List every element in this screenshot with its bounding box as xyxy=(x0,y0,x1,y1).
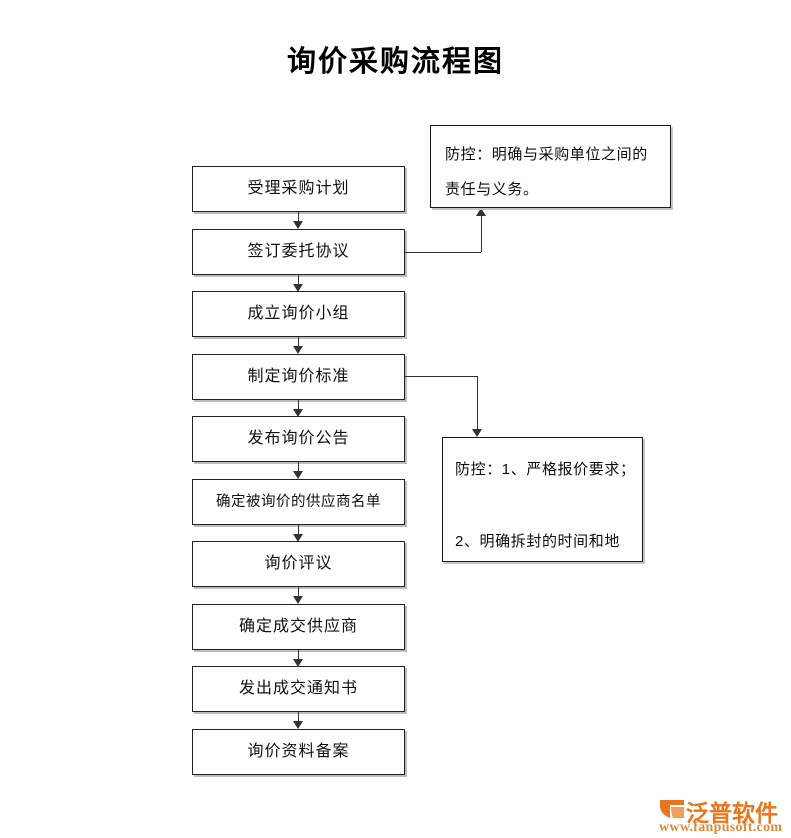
flow-step-label: 询价资料备案 xyxy=(247,743,350,760)
flow-step-2: 签订委托协议 xyxy=(192,229,405,275)
flow-step-label: 发出成交通知书 xyxy=(238,680,358,697)
connector-step2-note1-horizontal xyxy=(405,252,481,253)
arrow-step6-step7 xyxy=(293,534,303,542)
arrow-step9-step10 xyxy=(293,721,303,729)
arrow-step1-step2 xyxy=(293,221,303,229)
flow-step-1: 受理采购计划 xyxy=(192,166,405,212)
connector-step5-step6 xyxy=(298,462,299,471)
note-2-line-2: 2、明确拆封的时间和地 xyxy=(455,533,620,550)
arrow-step4-step5 xyxy=(293,409,303,417)
arrow-step5-step6 xyxy=(293,471,303,479)
note-box-2: 防控：1、严格报价要求； 2、明确拆封的时间和地 xyxy=(442,437,643,562)
arrow-step8-step9 xyxy=(293,659,303,667)
connector-step4-note2-horizontal xyxy=(405,376,477,377)
brand-logo: 泛普软件 www.fanpusoft.com xyxy=(658,796,786,838)
flow-step-10: 询价资料备案 xyxy=(192,729,405,775)
connector-step3-step4 xyxy=(298,337,299,346)
note-1-line-1: 防控：明确与采购单位之间的 xyxy=(445,146,648,163)
flow-step-label: 受理采购计划 xyxy=(247,180,350,197)
brand-name: 泛普软件 xyxy=(686,800,778,826)
flow-step-9: 发出成交通知书 xyxy=(192,666,405,712)
flow-step-label: 制定询价标准 xyxy=(247,368,350,385)
connector-step6-step7 xyxy=(298,525,299,534)
flow-step-6: 确定被询价的供应商名单 xyxy=(192,479,405,525)
arrow-step7-step8 xyxy=(293,596,303,604)
connector-step7-step8 xyxy=(298,587,299,596)
flow-step-8: 确定成交供应商 xyxy=(192,604,405,650)
connector-step2-step3 xyxy=(298,275,299,284)
note-1-line-2: 责任与义务。 xyxy=(445,181,539,198)
connector-step4-note2-vertical xyxy=(477,376,478,429)
connector-step2-note1-vertical xyxy=(481,216,482,252)
flow-step-label: 发布询价公告 xyxy=(247,430,350,447)
connector-step4-step5 xyxy=(298,400,299,409)
flow-step-4: 制定询价标准 xyxy=(192,354,405,400)
note-box-1: 防控：明确与采购单位之间的 责任与义务。 xyxy=(430,125,671,208)
flow-step-label: 签订委托协议 xyxy=(247,243,350,260)
connector-step1-step2 xyxy=(298,212,299,221)
connector-step8-step9 xyxy=(298,650,299,659)
fanpu-swoosh-icon xyxy=(660,800,684,818)
flow-step-7: 询价评议 xyxy=(192,541,405,587)
arrow-step2-step3 xyxy=(293,284,303,292)
page-title: 询价采购流程图 xyxy=(286,46,504,78)
flow-step-label: 询价评议 xyxy=(264,555,333,572)
arrow-step4-note2 xyxy=(472,429,482,437)
note-2-line-1: 防控：1、严格报价要求； xyxy=(455,461,636,478)
flow-step-label: 确定成交供应商 xyxy=(238,618,358,635)
arrow-step2-note1 xyxy=(476,208,486,216)
flow-step-3: 成立询价小组 xyxy=(192,291,405,337)
arrow-step3-step4 xyxy=(293,346,303,354)
flow-step-label: 成立询价小组 xyxy=(247,305,350,322)
flow-step-5: 发布询价公告 xyxy=(192,416,405,462)
flow-step-label: 确定被询价的供应商名单 xyxy=(216,493,381,510)
brand-url: www.fanpusoft.com xyxy=(659,820,783,835)
connector-step9-step10 xyxy=(298,712,299,721)
